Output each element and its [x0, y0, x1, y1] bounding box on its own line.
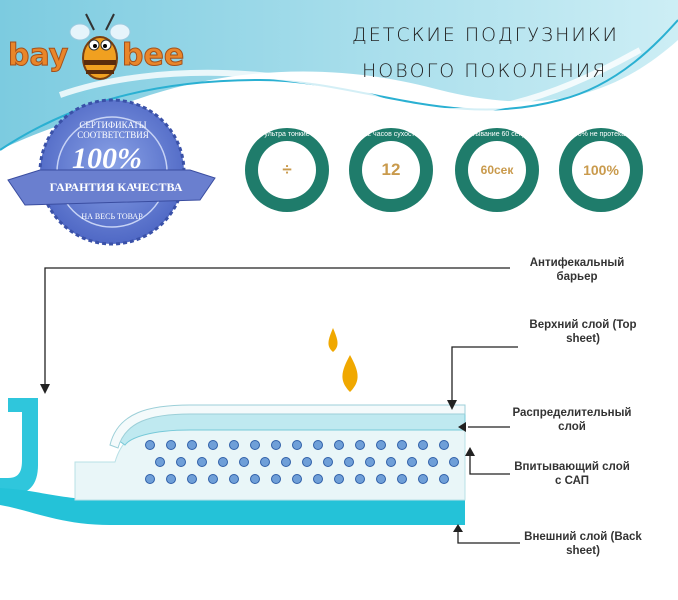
sap-bead — [166, 440, 176, 450]
sap-bead — [271, 474, 281, 484]
feature-badge-60s-absorb: впитывание 60 секунд 60сек — [455, 128, 539, 212]
sap-bead — [229, 440, 239, 450]
sap-bead — [428, 457, 438, 467]
top-sheet-layer — [109, 404, 466, 449]
sap-bead — [155, 457, 165, 467]
liquid-drop-icon — [342, 355, 358, 392]
sap-bead — [197, 457, 207, 467]
label-distribution: Распределительный слой — [512, 407, 632, 433]
feature-caption: впитывание 60 секунд — [460, 131, 534, 138]
feature-caption: ультра тонкие — [264, 131, 310, 138]
header-title-line2: НОВОГО ПОКОЛЕНИЯ — [362, 60, 608, 82]
label-top-sheet: Верхний слой (Top sheet) — [529, 319, 637, 345]
sap-bead — [166, 474, 176, 484]
sap-bead — [376, 440, 386, 450]
bee-logo-icon — [69, 13, 131, 80]
seal-percent: 100% — [72, 142, 142, 175]
back-sheet-layer — [0, 488, 465, 525]
sap-bead — [218, 457, 228, 467]
sap-bead — [271, 440, 281, 450]
sap-bead — [323, 457, 333, 467]
feature-badge-12h-dry: 12 часов сухости 12 — [349, 128, 433, 212]
sap-bead — [334, 440, 344, 450]
header-title-line1: ДЕТСКИЕ ПОДГУЗНИКИ — [352, 24, 619, 46]
feature-badge-ultra-thin: ультра тонкие ÷ — [245, 128, 329, 212]
sap-bead — [292, 474, 302, 484]
clock-60-icon: 60сек — [468, 141, 526, 199]
logo-text-bee: bee — [121, 38, 185, 74]
diaper-layers-diagram — [0, 267, 520, 544]
sap-bead — [418, 474, 428, 484]
sap-bead — [187, 440, 197, 450]
sap-bead — [250, 474, 260, 484]
sap-bead — [239, 457, 249, 467]
sap-bead — [386, 457, 396, 467]
sap-bead — [229, 474, 239, 484]
sap-bead — [313, 440, 323, 450]
sap-bead — [355, 440, 365, 450]
logo-text-bay: bay — [7, 38, 69, 74]
pointer-arrows — [44, 267, 520, 544]
label-absorbent: Впитывающий слой с САП — [514, 461, 630, 487]
seal-arc-bottom: НА ВЕСЬ ТОВАР — [81, 212, 143, 221]
sap-bead — [208, 474, 218, 484]
sap-bead — [418, 440, 428, 450]
sap-bead — [407, 457, 417, 467]
barrier-layer — [0, 398, 38, 495]
sap-bead — [365, 457, 375, 467]
sap-bead — [397, 474, 407, 484]
sap-bead — [292, 440, 302, 450]
no-leak-icon: 100% — [572, 141, 630, 199]
seal-arc-top: СЕРТИФИКАТЫ СООТВЕТСТВИЯ — [77, 120, 149, 140]
sap-bead — [260, 457, 270, 467]
label-back-sheet: Внешний слой (Back sheet) — [524, 531, 642, 557]
label-barrier: Антифекальный барьер — [529, 257, 625, 283]
sap-bead — [250, 440, 260, 450]
feature-badge-no-leak: 100% не протекает 100% — [559, 128, 643, 212]
sap-bead — [439, 474, 449, 484]
sap-bead — [176, 457, 186, 467]
sap-bead — [313, 474, 323, 484]
quality-seal-icon — [7, 98, 216, 246]
liquid-drop-icon — [328, 328, 338, 352]
sap-bead — [449, 457, 459, 467]
sap-bead — [302, 457, 312, 467]
sap-bead — [281, 457, 291, 467]
sap-bead — [376, 474, 386, 484]
ultra-thin-icon: ÷ — [258, 141, 316, 199]
sap-bead — [145, 440, 155, 450]
header-wave — [0, 0, 678, 150]
sap-bead — [344, 457, 354, 467]
clock-12-icon: 12 — [362, 141, 420, 199]
sap-bead — [334, 474, 344, 484]
sap-bead — [208, 440, 218, 450]
feature-caption: 100% не протекает — [570, 131, 632, 138]
sap-bead — [145, 474, 155, 484]
sap-bead — [439, 440, 449, 450]
sap-bead — [355, 474, 365, 484]
feature-caption: 12 часов сухости — [363, 131, 419, 138]
sap-bead — [187, 474, 197, 484]
sap-bead — [397, 440, 407, 450]
seal-ribbon: ГАРАНТИЯ КАЧЕСТВА — [49, 180, 183, 194]
